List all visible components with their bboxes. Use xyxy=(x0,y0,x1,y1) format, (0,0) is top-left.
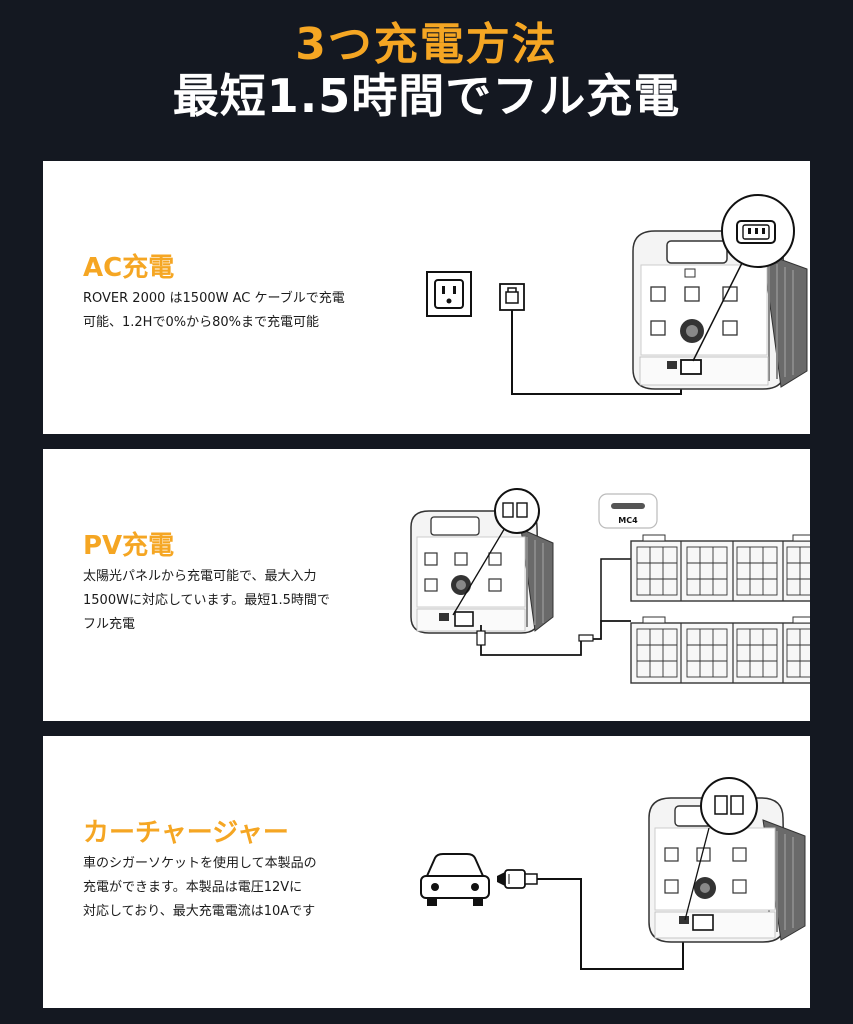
car-charger-title: カーチャージャー xyxy=(83,818,289,848)
pv-charging-title: PV充電 xyxy=(83,531,175,561)
hero-header: 3つ充電方法 最短1.5時間でフル充電 xyxy=(0,0,853,150)
car-inlet-zoom xyxy=(700,777,758,835)
hero-title-line1: 3つ充電方法 xyxy=(295,19,558,70)
ac-charging-illustration xyxy=(426,194,808,395)
rover-device-pv xyxy=(410,510,554,634)
ac-charging-title: AC充電 xyxy=(83,253,175,283)
car-icon xyxy=(420,853,490,906)
pv-charging-description: 太陽光パネルから充電可能で、最大入力 1500Wに対応しています。最短1.5時間… xyxy=(83,569,330,632)
ac-plug-icon xyxy=(499,283,525,311)
solar-panel-bottom xyxy=(630,616,810,684)
pv-charging-card: PV充電 太陽光パネルから充電可能で、最大入力 1500Wに対応しています。最短… xyxy=(43,449,810,721)
rover-device-ac xyxy=(632,230,808,390)
hero-title-line2: 最短1.5時間でフル充電 xyxy=(172,69,681,123)
cigarette-plug-icon xyxy=(497,869,538,889)
ac-inlet-zoom xyxy=(721,194,795,268)
car-charger-card: カーチャージャー 車のシガーソケットを使用して本製品の 充電ができます。本製品は… xyxy=(43,736,810,1008)
pv-inlet-zoom xyxy=(494,488,540,534)
ac-charging-card: AC充電 ROVER 2000 は1500W AC ケーブルで充電 可能、1.2… xyxy=(43,161,810,434)
car-charger-description: 車のシガーソケットを使用して本製品の 充電ができます。本製品は電圧12Vに 対応… xyxy=(83,856,317,919)
mc4-connector-callout: MC4 xyxy=(598,493,658,529)
pv-charging-illustration: MC4 xyxy=(410,488,810,684)
ac-charging-description: ROVER 2000 は1500W AC ケーブルで充電 可能、1.2Hで0%か… xyxy=(83,291,345,330)
car-charger-illustration xyxy=(420,777,806,970)
mc4-label: MC4 xyxy=(618,516,638,525)
solar-panel-top xyxy=(630,534,810,602)
car-cable xyxy=(537,878,684,970)
wall-outlet-icon xyxy=(426,271,472,317)
